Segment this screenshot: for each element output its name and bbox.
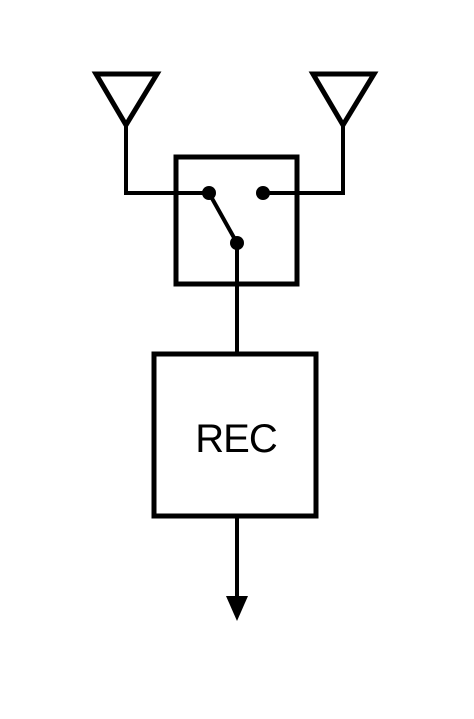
arrow-down-icon <box>226 596 248 621</box>
left-antenna-icon <box>91 71 162 130</box>
receiver-block: REC <box>151 351 319 519</box>
switch-arm <box>206 190 240 246</box>
receiver-label: REC <box>195 417 277 461</box>
right-antenna-icon <box>308 71 379 130</box>
switch-contact-left <box>202 186 216 200</box>
switch-contact-right <box>256 186 270 200</box>
